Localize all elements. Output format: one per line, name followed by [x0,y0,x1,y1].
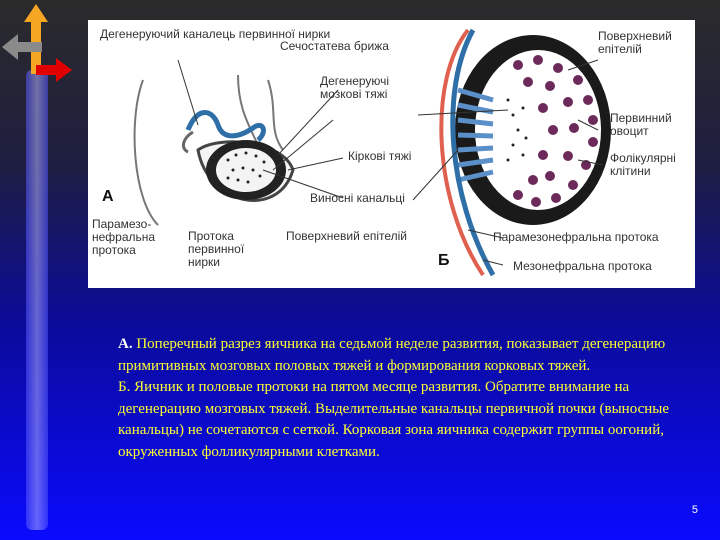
arrow-right-icon[interactable] [36,58,72,82]
label-part-b: Б [438,252,450,269]
label-paramesonephric-a: Парамезо- нефральна протока [92,217,156,257]
label-cortical-cords: Кіркові тяжі [348,149,412,163]
page-number: 5 [691,504,698,516]
label-surface-epithelium-b: Поверхневий епітелій [598,29,672,56]
caption-part-b: Б. Яичник и половые протоки на пятом мес… [118,379,669,460]
label-degen-tubule: Дегенеруючий каналець первинної нирки [100,27,331,41]
label-surface-epithelium-a: Поверхневий епітелій [286,229,408,243]
label-paramesonephric-b: Парамезонефральна протока [493,230,659,244]
caption-part-a-label: А. [118,336,133,352]
label-follicular-cells: Фолікулярні клітини [610,151,676,178]
label-degen-medullary: Дегенеруючі мозкові тяжі [320,74,390,101]
label-efferent-ductules: Виносні канальці [310,191,405,205]
label-part-a: А [102,188,114,205]
figure-caption: А. Поперечный разрез яичника на седьмой … [118,334,678,463]
caption-part-a-text: Поперечный разрез яичника на седьмой нед… [118,336,666,374]
ovary-diagram: Дегенеруючий каналець первинної нирки Се… [88,20,695,288]
arrow-left-icon[interactable] [2,32,42,62]
caption-part-a: А. Поперечный разрез яичника на седьмой … [118,334,678,377]
arrow-up-icon[interactable] [24,4,48,74]
label-primary-oocyte: Первинний овоцит [610,111,672,138]
label-mesonephric-b: Мезонефральна протока [513,259,652,273]
label-primary-kidney-duct: Протока первинної нирки [188,229,245,269]
diagram-drawing [133,28,611,277]
nav-track [26,70,48,530]
nav-bar [22,0,52,540]
label-mesorchium: Сечостатева брижа [280,39,389,53]
